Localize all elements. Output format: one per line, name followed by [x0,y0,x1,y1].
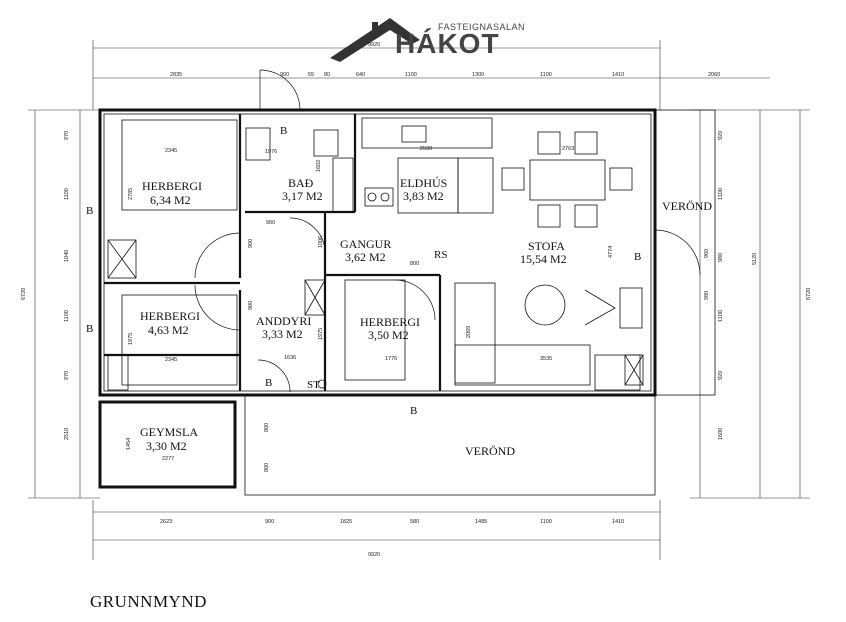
dim-left-3: 1040 [64,250,70,262]
logo-brand: HÁKOT [395,28,500,59]
dim-top-6: 1100 [405,72,417,78]
dim-inner-4: 1602 [316,160,322,172]
dim-top-1: 2835 [170,72,182,78]
room-name-bad: BAÐ [288,176,314,190]
room-name-stofa: STOFA [528,239,565,253]
dim-inner-21: 800 [264,463,270,472]
dim-left-2: 1100 [64,188,70,200]
dim-inner-14: 2069 [466,326,472,338]
dim-right-4: 1100 [718,310,724,322]
room-name-eldhus: ELDHÚS [400,176,447,190]
label-b-south: B [410,405,417,417]
dim-right-1: 920 [718,131,724,140]
label-b-west-2: B [86,323,93,335]
dim-inner-22: 900 [248,239,254,248]
label-st: ST [307,379,320,391]
room-name-herbergi-2: HERBERGI [140,309,200,323]
dim-inner-15: 3535 [540,356,552,362]
dim-inner-20: 800 [264,423,270,432]
dim-inner-3: 1976 [265,149,277,155]
dim-inner-11: 1975 [128,333,134,345]
dim-top-10: 2060 [708,72,720,78]
label-b-east: B [634,251,641,263]
dim-top-9: 1410 [612,72,624,78]
dim-bot-total: 9920 [368,552,380,558]
logo-subtitle: FASTEIGNASALAN [438,22,526,32]
room-area-herbergi-2: 4,63 M2 [148,323,189,337]
dim-right-2: 1100 [718,188,724,200]
label-b-bath: B [280,125,287,137]
dim-right-outer2: 6720 [806,288,812,300]
dim-inner-23: 900 [248,301,254,310]
dim-right-6: 1600 [718,428,724,440]
dim-inner-5: 2500 [420,146,432,152]
label-b-entry: B [265,377,272,389]
dim-top-8: 1100 [540,72,552,78]
dim-left-1: 970 [64,131,70,140]
room-name-herbergi-1: HERBERGI [142,179,202,193]
dim-left-outer: 6720 [21,288,27,300]
dim-inner-24: 960 [704,249,710,258]
room-name-gangur: GANGUR [340,237,391,251]
dim-inner-19: 2277 [162,456,174,462]
dim-inner-2: 2785 [128,188,134,200]
plan-caption: GRUNNMYND [90,592,207,611]
dim-top-7: 1300 [472,72,484,78]
dim-right-outer: 5120 [752,253,758,265]
dim-top-total: 9920 [368,42,380,48]
label-b-west-1: B [86,205,93,217]
logo-roof-icon [330,18,420,62]
dim-right-5: 920 [718,371,724,380]
dim-right-3: 980 [718,253,724,262]
dim-bot-6: 1100 [540,519,552,525]
room-area-anddyri: 3,33 M2 [262,327,303,341]
room-name-geymsla: GEYMSLA [140,425,198,439]
room-name-verond-east: VERÖND [662,199,712,213]
room-area-geymsla: 3,30 M2 [146,439,187,453]
dim-inner-8: 1006 [318,236,324,248]
dim-inner-16: 1776 [385,356,397,362]
dim-top-4: 80 [324,72,330,78]
dim-bot-3: 1825 [340,519,352,525]
dim-inner-12: 1636 [284,355,296,361]
dim-inner-18: 1454 [126,438,132,450]
room-area-bad: 3,17 M2 [282,189,323,203]
label-rs: RS [434,249,447,261]
dim-left-6: 2510 [64,428,70,440]
dim-bot-1: 2623 [160,519,172,525]
dim-inner-17: 2345 [165,357,177,363]
room-area-stofa: 15,54 M2 [520,252,567,266]
room-name-verond-south: VERÖND [465,444,515,458]
dim-bot-2: 900 [265,519,274,525]
dim-left-5: 970 [64,371,70,380]
dim-inner-25: 980 [704,291,710,300]
dim-top-2: 900 [280,72,289,78]
room-name-anddyri: ANDDYRI [256,314,311,328]
dim-top-5: 640 [356,72,365,78]
dim-inner-13: 1975 [318,328,324,340]
dim-left-4: 1100 [64,310,70,322]
dim-top-3: 55 [308,72,314,78]
room-area-herbergi-1: 6,34 M2 [150,193,191,207]
dim-bot-5: 1485 [475,519,487,525]
dim-inner-6: 2763 [562,146,574,152]
room-name-herbergi-3: HERBERGI [360,315,420,329]
dim-inner-9: 800 [410,261,419,267]
dim-bot-4: 580 [410,519,419,525]
dim-inner-1: 2345 [165,148,177,154]
room-area-eldhus: 3,83 M2 [403,189,444,203]
room-area-herbergi-3: 3,50 M2 [368,328,409,342]
dim-inner-10: 4774 [608,246,614,258]
dim-inner-7: 900 [266,220,275,226]
st-symbol-icon [317,379,327,389]
dim-bot-7: 1410 [612,519,624,525]
room-area-gangur: 3,62 M2 [345,250,386,264]
